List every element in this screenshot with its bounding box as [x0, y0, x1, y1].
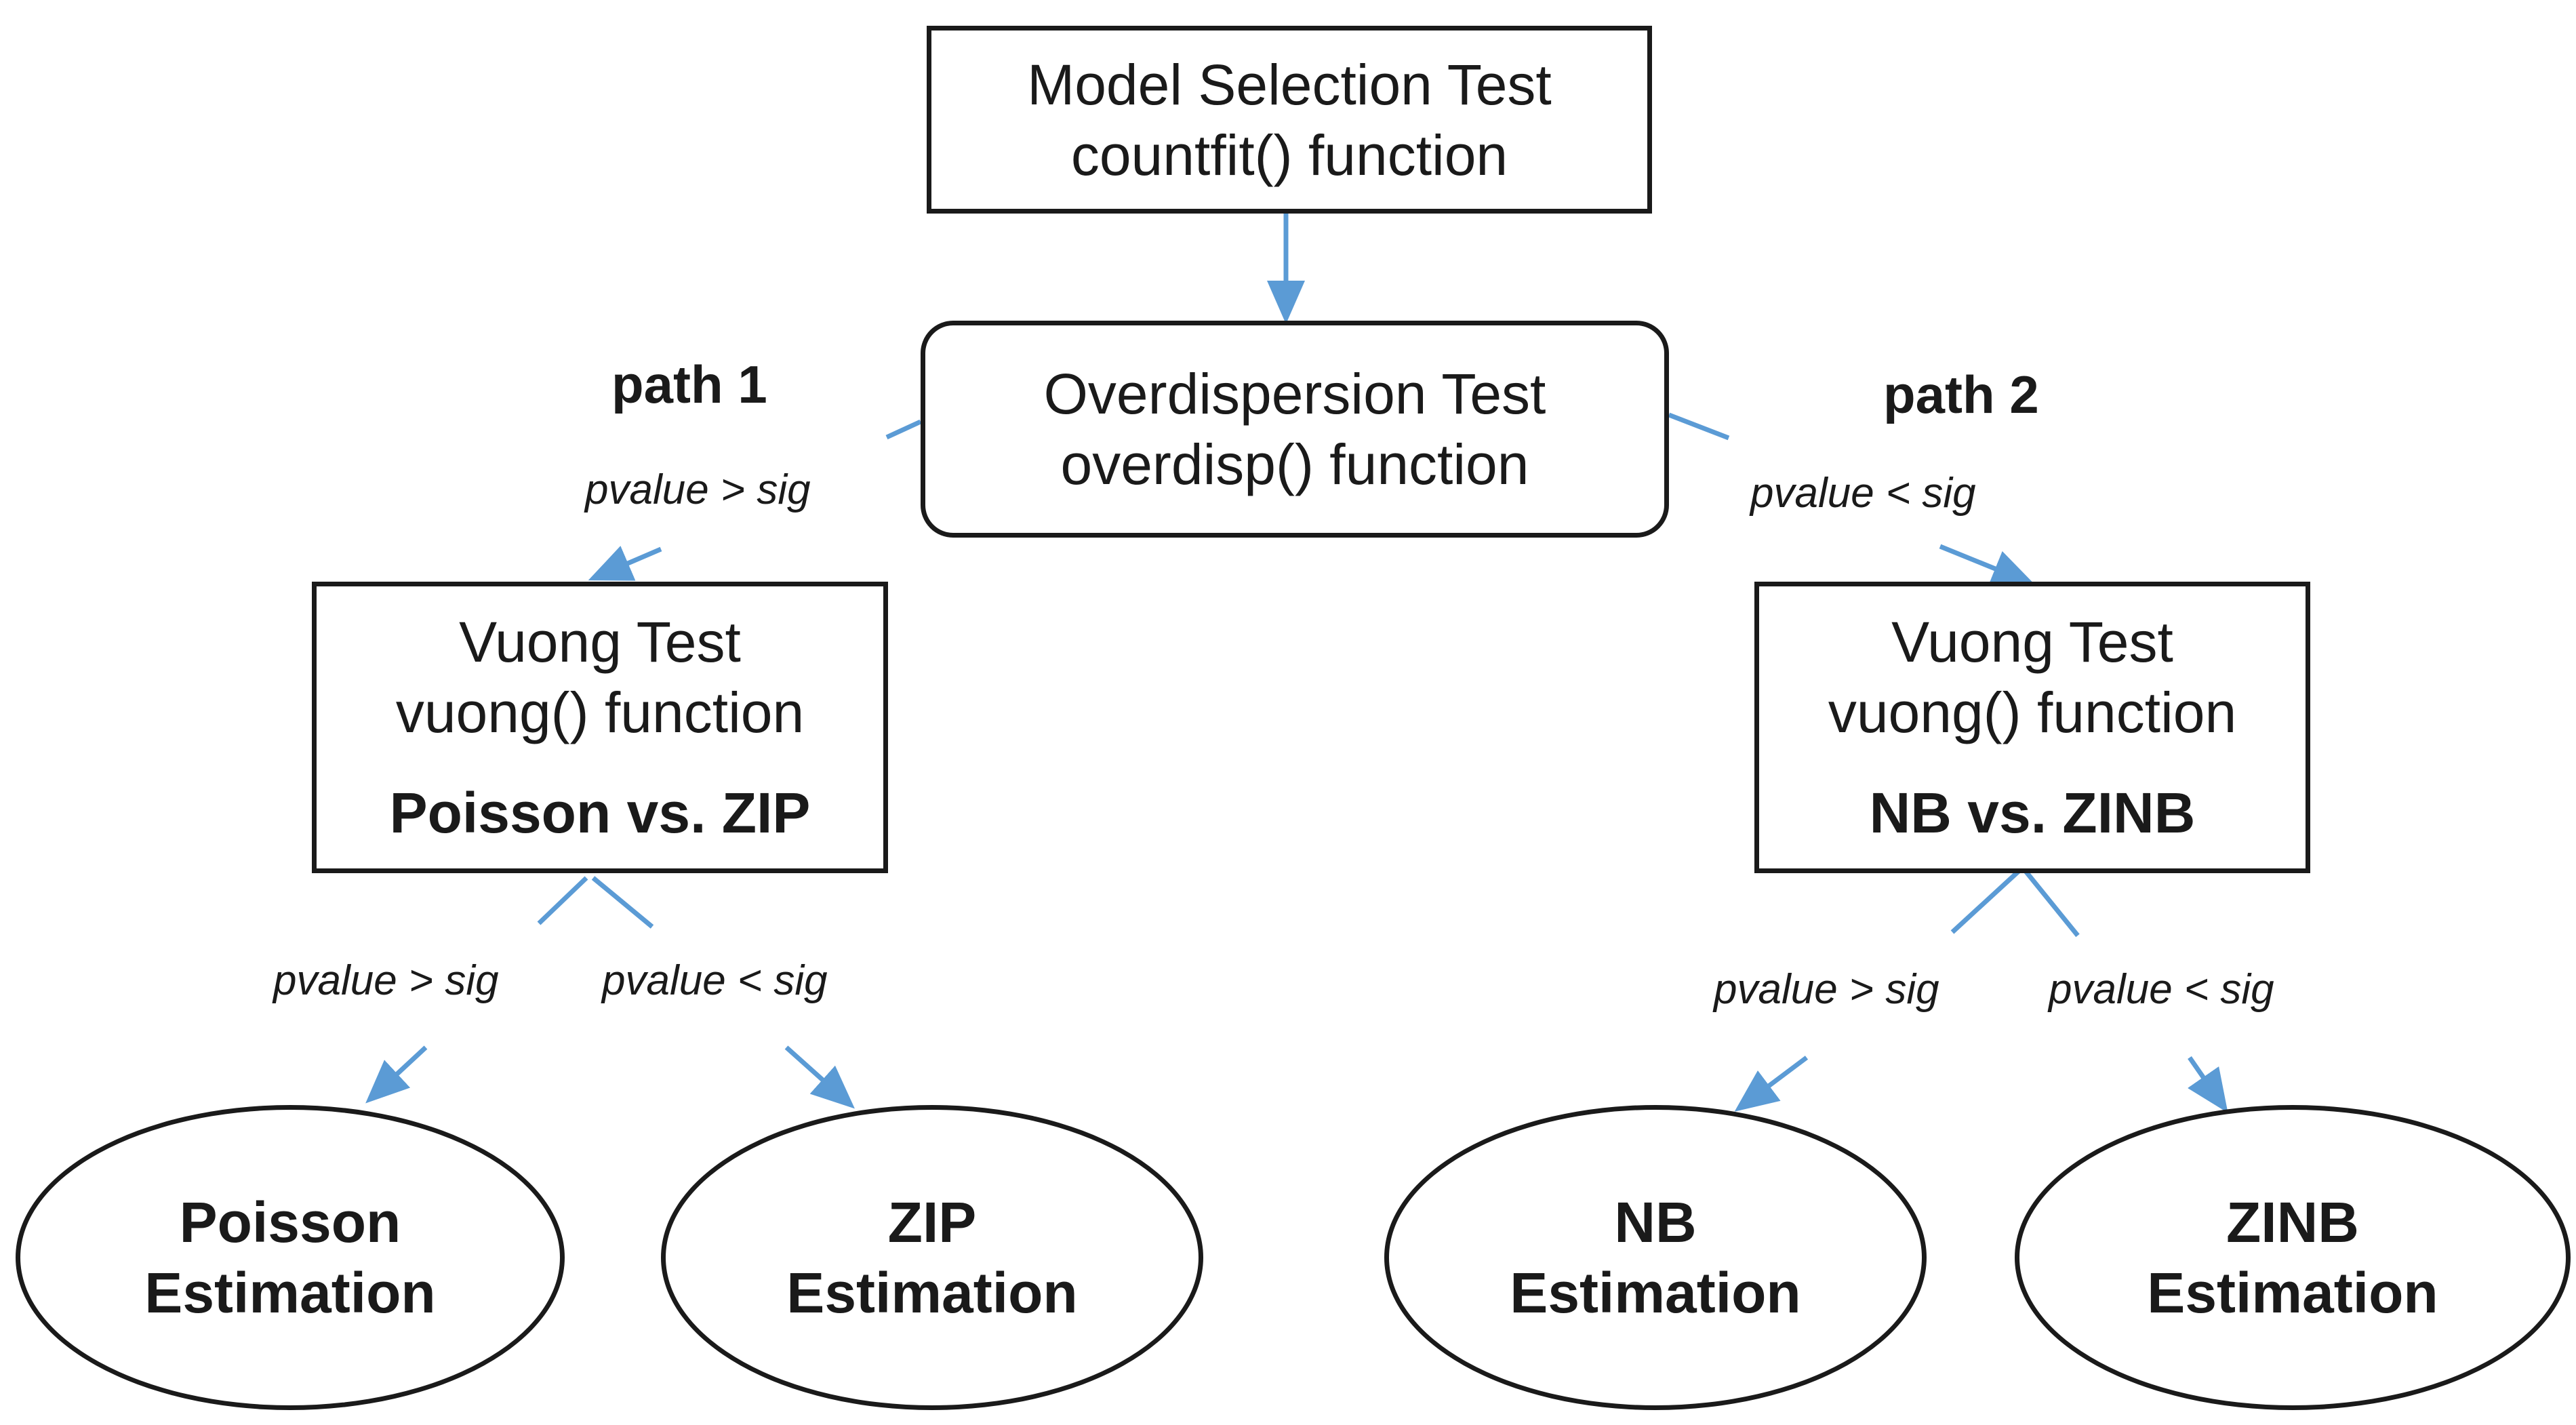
zinb-estimation-ellipse: ZINB Estimation — [2015, 1105, 2571, 1410]
poisson-estimation-line2: Estimation — [144, 1261, 436, 1325]
nb-estimation-line2: Estimation — [1510, 1261, 1801, 1325]
zip-estimation-line2: Estimation — [786, 1261, 1078, 1325]
arrow-to-zinb-estimation — [2188, 1056, 2228, 1113]
condition-right-to-nb: pvalue > sig — [1714, 966, 1939, 1013]
arrow-to-poisson-estimation — [365, 1045, 428, 1104]
condition-left-to-zip: pvalue < sig — [602, 957, 828, 1004]
condition-right-to-zinb: pvalue < sig — [2049, 966, 2274, 1013]
overdispersion-title: Overdispersion Test — [1043, 362, 1546, 426]
vuong-left-title: Vuong Test — [459, 610, 741, 674]
path-2-label: path 2 — [1883, 365, 2039, 424]
arrow-path1-to-vuong-left — [588, 546, 662, 581]
zinb-estimation-line1: ZINB — [2226, 1190, 2359, 1254]
vuong-test-left-box: Vuong Test vuong() function Poisson vs. … — [312, 582, 888, 873]
model-selection-test-box: Model Selection Test countfit() function — [927, 26, 1652, 214]
condition-overdisp-to-left: pvalue > sig — [585, 466, 811, 513]
line-overdispersion-to-path2-label — [1668, 412, 1730, 441]
arrow-path2-to-vuong-right — [1939, 544, 2036, 586]
line-vuong-left-to-zip — [591, 876, 654, 929]
vuong-left-comparison: Poisson vs. ZIP — [389, 781, 811, 845]
line-vuong-left-to-poisson — [537, 876, 588, 925]
line-overdispersion-to-path1-label — [885, 419, 922, 440]
model-selection-function: countfit() function — [1070, 123, 1508, 187]
zip-estimation-line1: ZIP — [887, 1190, 977, 1254]
vuong-right-comparison: NB vs. ZINB — [1869, 781, 2196, 845]
line-vuong-right-to-nb — [1950, 869, 2021, 934]
nb-estimation-ellipse: NB Estimation — [1384, 1105, 1927, 1410]
vuong-right-function: vuong() function — [1828, 681, 2237, 744]
path-1-label: path 1 — [611, 355, 767, 414]
poisson-estimation-line1: Poisson — [179, 1190, 401, 1254]
overdispersion-function: overdisp() function — [1060, 433, 1529, 496]
model-selection-title: Model Selection Test — [1027, 52, 1552, 117]
zinb-estimation-line2: Estimation — [2147, 1261, 2438, 1325]
overdispersion-test-box: Overdispersion Test overdisp() function — [921, 321, 1669, 538]
line-vuong-right-to-zinb — [2024, 869, 2080, 938]
nb-estimation-line1: NB — [1614, 1190, 1697, 1254]
vuong-left-function: vuong() function — [395, 681, 805, 744]
zip-estimation-ellipse: ZIP Estimation — [661, 1105, 1203, 1410]
condition-left-to-poisson: pvalue > sig — [273, 957, 499, 1004]
condition-overdisp-to-right: pvalue < sig — [1750, 470, 1976, 517]
arrow-to-zip-estimation — [784, 1045, 855, 1109]
vuong-right-title: Vuong Test — [1891, 610, 2173, 674]
arrow-to-nb-estimation — [1734, 1056, 1809, 1112]
vuong-test-right-box: Vuong Test vuong() function NB vs. ZINB — [1754, 582, 2310, 873]
poisson-estimation-ellipse: Poisson Estimation — [16, 1105, 565, 1410]
